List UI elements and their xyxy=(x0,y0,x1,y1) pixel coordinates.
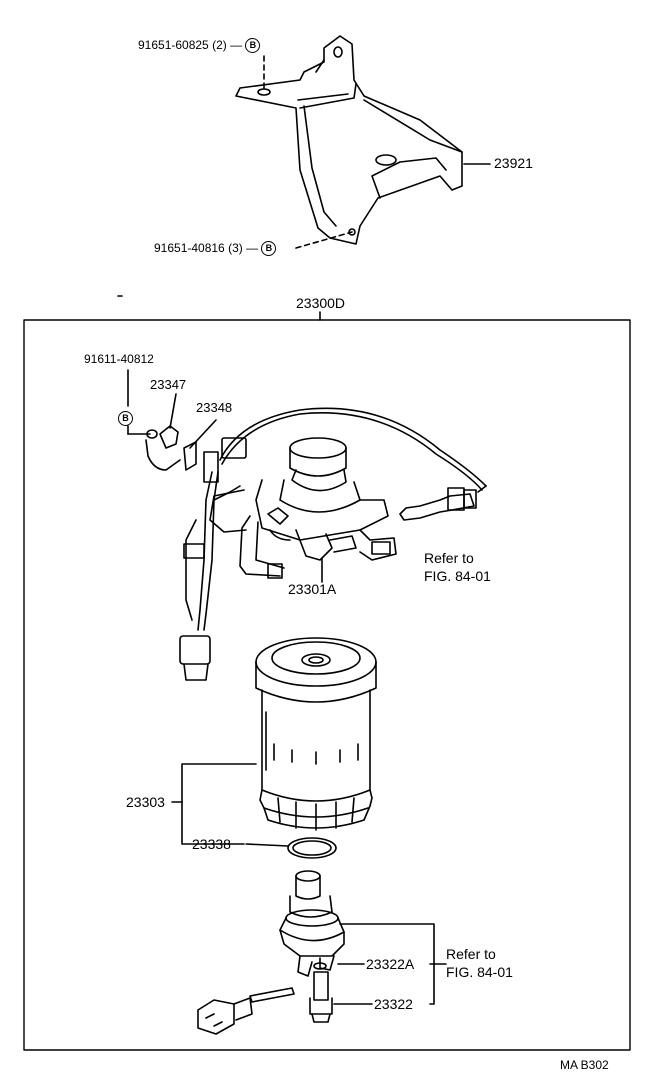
assembly-frame xyxy=(23,319,631,1051)
water-sensor-connector xyxy=(399,485,487,521)
label-clamp: 23347 xyxy=(150,377,187,392)
label-bolt-top: 91651-60825 (2) — B xyxy=(138,38,261,54)
label-bracket: 23921 xyxy=(494,155,533,171)
torque-symbol: B xyxy=(261,241,277,257)
label-sensor: 23322 xyxy=(374,996,413,1012)
label-refer-bot-2: FIG. 84-01 xyxy=(446,964,513,980)
o-ring-23338 xyxy=(287,837,337,859)
inner-torque-marker: B xyxy=(118,410,133,427)
dash: — xyxy=(246,241,259,255)
label-element: 23303 xyxy=(126,794,165,810)
label-refer-top-1: Refer to xyxy=(424,550,474,566)
label-refer-bot-1: Refer to xyxy=(446,946,496,962)
torque-symbol: B xyxy=(118,411,133,427)
label-bolt-inner: 91611-40812 xyxy=(84,352,154,366)
label-bolt-bottom: 91651-40816 (3) — B xyxy=(154,241,277,257)
label-clip: 23348 xyxy=(196,400,233,415)
label-assembly: 23300D xyxy=(296,295,346,311)
torque-symbol: B xyxy=(245,38,261,54)
sensor-23322 xyxy=(249,971,333,1023)
label-refer-top-2: FIG. 84-01 xyxy=(424,568,491,584)
sensor-housing xyxy=(279,870,345,977)
wiring-harness xyxy=(145,407,487,681)
label-filter-body: 23301A xyxy=(288,581,337,597)
dash: — xyxy=(230,38,243,52)
filter-head-23301a xyxy=(209,437,397,579)
bracket-23921 xyxy=(235,35,463,245)
figure-code: MA B302 xyxy=(560,1058,609,1072)
label-oring: 23338 xyxy=(192,836,231,852)
sensor-connector-plug xyxy=(197,997,253,1035)
filter-element-23303 xyxy=(255,637,377,831)
label-sensor-sub: 23322A xyxy=(366,956,415,972)
